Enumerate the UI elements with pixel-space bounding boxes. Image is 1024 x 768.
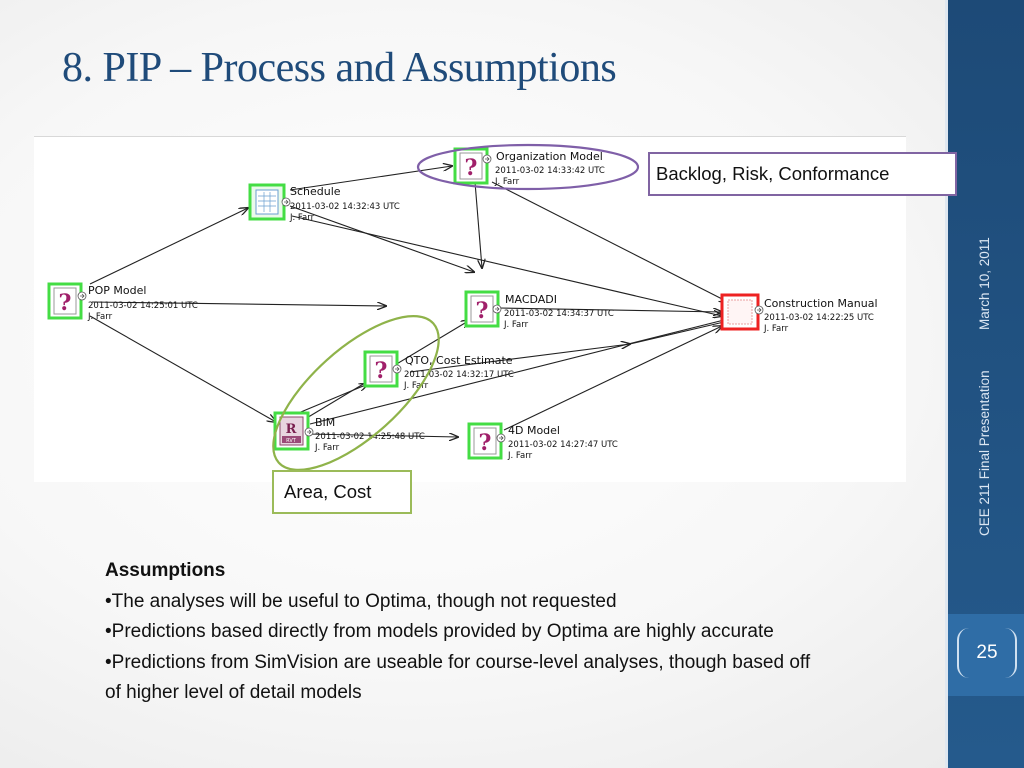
node-organization-model-timestamp: 2011-03-02 14:33:42 UTC (495, 166, 605, 176)
node-qto-cost-estimate[interactable]: QTO, Cost Estimate 2011-03-02 14:32:17 U… (363, 350, 514, 391)
node-bim-name: BIM (315, 416, 335, 429)
node-pop-model-timestamp: 2011-03-02 14:25:01 UTC (88, 301, 198, 311)
edge-bim-4d (305, 434, 458, 437)
assumption-item: •Predictions based directly from models … (105, 621, 774, 642)
svg-text:R: R (286, 422, 297, 437)
document-icon (720, 293, 760, 331)
node-pop-model-name: POP Model (88, 284, 146, 297)
node-4d-model-name: 4D Model (508, 424, 560, 437)
node-schedule[interactable]: Schedule 2011-03-02 14:32:43 UTC J. Farr (248, 183, 400, 223)
edge-4d-construction (503, 326, 722, 431)
node-qto-author: J. Farr (403, 381, 429, 391)
edge-macdadi-construction (499, 307, 722, 312)
assumption-item: •The analyses will be useful to Optima, … (105, 590, 617, 612)
edge-org-macdadi (474, 181, 482, 268)
node-schedule-timestamp: 2011-03-02 14:32:43 UTC (290, 202, 400, 212)
page-number-panel: 25 (948, 614, 1024, 696)
callout-area-cost: Area, Cost (272, 470, 412, 514)
highlight-ellipse-green (272, 315, 440, 471)
node-organization-model-author: J. Farr (494, 177, 520, 187)
assumptions-block: Assumptions •The analyses will be useful… (105, 556, 825, 709)
page-number: 25 (957, 628, 1017, 678)
edge-schedule-org (289, 166, 452, 191)
edge-pop-bim (89, 315, 276, 422)
question-icon (467, 422, 503, 460)
node-organization-model-name: Organization Model (496, 150, 603, 163)
node-construction-manual-name: Construction Manual (764, 297, 878, 310)
node-qto-timestamp: 2011-03-02 14:32:17 UTC (404, 370, 514, 380)
diagram-divider (34, 136, 906, 137)
node-bim[interactable]: R RVT BIM 2011-03-02 14:25:48 UTC J. Far… (273, 411, 425, 453)
node-4d-model[interactable]: 4D Model 2011-03-02 14:27:47 UTC J. Farr (467, 422, 618, 461)
question-icon (47, 282, 83, 320)
edge-qto-construction-2 (629, 321, 725, 345)
edge-pop-schedule (89, 208, 248, 285)
edge-pop-macdadi (91, 301, 386, 306)
node-macdadi-author: J. Farr (503, 320, 529, 330)
node-4d-model-author: J. Farr (507, 451, 533, 461)
node-pop-model-author: J. Farr (87, 312, 113, 322)
node-pop-model[interactable]: POP Model 2011-03-02 14:25:01 UTC J. Far… (47, 282, 198, 322)
node-schedule-author: J. Farr (289, 213, 315, 223)
edge-org-construction (491, 181, 728, 302)
edge-schedule-construction (291, 215, 722, 316)
spreadsheet-icon (248, 183, 286, 221)
slide-title: 8. PIP – Process and Assumptions (62, 45, 617, 91)
revit-file-icon: R RVT (273, 411, 310, 451)
edge-qto-construction (409, 344, 630, 373)
node-construction-manual-author: J. Farr (763, 324, 789, 334)
callout-backlog-risk-conformance: Backlog, Risk, Conformance (648, 152, 957, 196)
node-bim-timestamp: 2011-03-02 14:25:48 UTC (315, 432, 425, 442)
node-macdadi[interactable]: MACDADI 2011-03-02 14:34:37 UTC J. Farr (464, 290, 614, 330)
node-organization-model[interactable]: Organization Model 2011-03-02 14:33:42 U… (453, 147, 605, 187)
node-macdadi-name: MACDADI (505, 293, 557, 306)
edge-bim-qto (295, 384, 368, 415)
node-bim-author: J. Farr (314, 443, 340, 453)
assumption-item: •Predictions from SimVision are useable … (105, 651, 811, 704)
node-4d-model-timestamp: 2011-03-02 14:27:47 UTC (508, 440, 618, 450)
node-construction-manual[interactable]: Construction Manual 2011-03-02 14:22:25 … (720, 293, 878, 334)
question-icon (363, 350, 399, 388)
node-schedule-name: Schedule (290, 185, 341, 198)
edge-bim-construction (309, 319, 725, 425)
assumptions-heading: Assumptions (105, 560, 226, 581)
question-icon (453, 147, 489, 185)
node-qto-name: QTO, Cost Estimate (405, 354, 513, 367)
edge-schedule-macdadi (289, 205, 474, 272)
node-macdadi-timestamp: 2011-03-02 14:34:37 UTC (504, 309, 614, 319)
highlight-ellipse-purple (416, 143, 640, 191)
svg-text:RVT: RVT (286, 438, 297, 444)
node-construction-manual-timestamp: 2011-03-02 14:22:25 UTC (764, 313, 874, 323)
